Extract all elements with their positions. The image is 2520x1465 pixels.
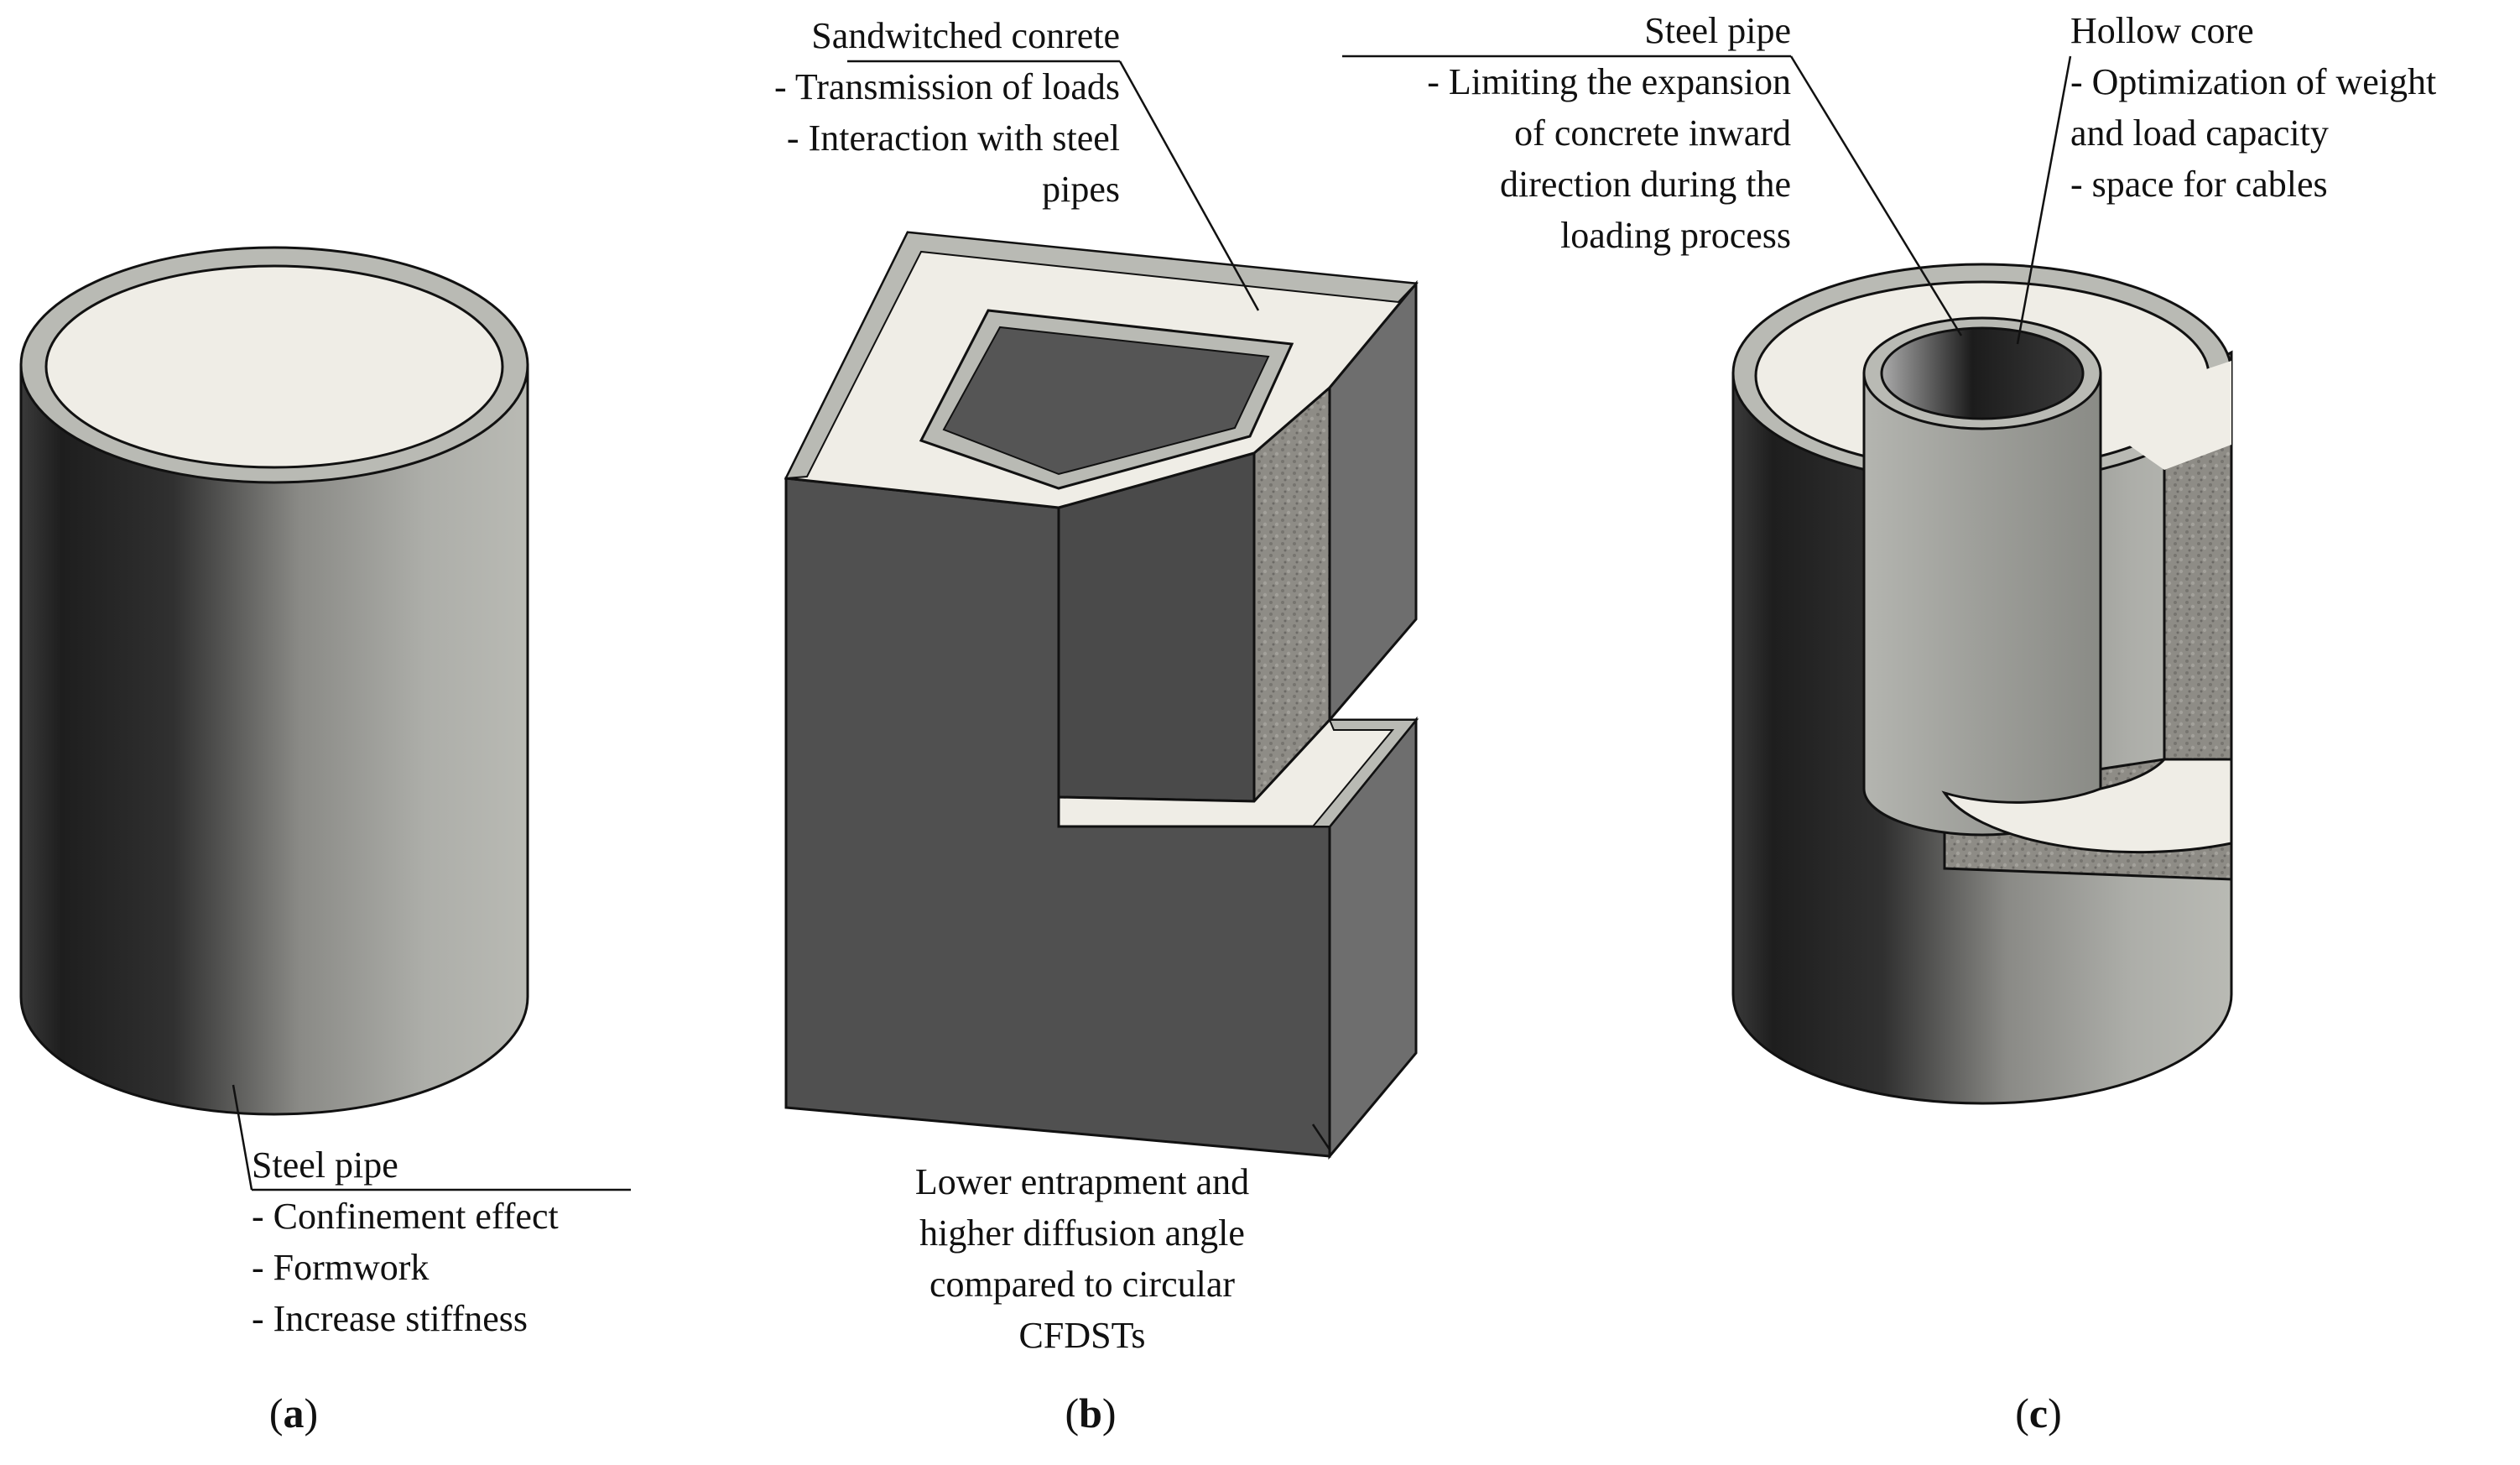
lower-step-concrete (1941, 758, 2233, 854)
leader-line-a (232, 1084, 253, 1191)
label-a-line-1: - Confinement effect (252, 1196, 559, 1237)
leader-line-c-core (2016, 55, 2072, 345)
leader-line-b-bottom (1311, 1124, 1331, 1150)
label-c-steel-pipe: Steel pipe - Limiting the expansion of c… (1342, 5, 1791, 261)
label-c-pipe-line-2: of concrete inward (1514, 112, 1791, 154)
label-c-pipe-line-1: - Limiting the expansion (1427, 61, 1791, 102)
label-c-core-title: Hollow core (2070, 10, 2254, 51)
panel-a-cylinder (19, 246, 631, 1191)
caption-a: (a) (268, 1389, 319, 1436)
caption-b: (b) (1065, 1389, 1117, 1436)
label-a-line-2: - Formwork (252, 1247, 430, 1288)
label-c-pipe-line-3: direction during the (1499, 164, 1791, 205)
label-a-line-3: - Increase stiffness (252, 1298, 528, 1339)
caption-a-letter: a (283, 1389, 305, 1436)
caption-b-letter: b (1079, 1389, 1102, 1436)
panel-c-circular-tube (1342, 55, 2233, 1105)
cylinder-body (19, 363, 529, 1116)
label-b-top-title: Sandwitched conrete (811, 15, 1120, 56)
leader-line-c-pipe (1789, 55, 1963, 336)
label-b-bottom-line-3: compared to circular (929, 1264, 1236, 1305)
label-b-bottom-line-1: Lower entrapment and (914, 1161, 1250, 1202)
leader-line-b-top (1118, 60, 1260, 311)
inner-pipe-body (1862, 372, 2102, 837)
label-b-diffusion: Lower entrapment and higher diffusion an… (864, 1156, 1300, 1361)
label-a-steel-pipe: Steel pipe - Confinement effect - Formwo… (252, 1139, 559, 1344)
label-c-core-line-1: - Optimization of weight (2070, 61, 2437, 102)
notch-cut-top (2080, 361, 2231, 470)
label-c-core-line-3: - space for cables (2070, 164, 2328, 205)
label-c-core-line-2: and load capacity (2070, 112, 2329, 154)
label-b-top-line-3: pipes (1042, 169, 1120, 210)
box-step-steel-rim (1310, 719, 1419, 827)
hollow-core-opening (1880, 326, 2085, 420)
label-b-bottom-line-2: higher diffusion angle (919, 1212, 1245, 1254)
label-b-bottom-line-4: CFDSTs (1018, 1315, 1146, 1356)
caption-c-letter: c (2028, 1389, 2049, 1436)
box-inner-void-wall (1057, 451, 1256, 803)
label-c-hollow-core: Hollow core - Optimization of weight and… (2070, 5, 2436, 210)
label-b-top-line-2: - Interaction with steel (786, 117, 1120, 159)
box-inner-square-void (942, 326, 1270, 476)
label-c-pipe-title: Steel pipe (1644, 10, 1791, 51)
label-a-title: Steel pipe (252, 1144, 398, 1186)
caption-c: (c) (2015, 1389, 2062, 1436)
panel-b-square-tube (784, 60, 1419, 1160)
label-b-top-line-1: - Transmission of loads (774, 66, 1120, 107)
label-c-pipe-line-4: loading process (1560, 215, 1791, 256)
cylinder-concrete-core (44, 264, 504, 469)
label-b-sandwiched-concrete: Sandwitched conrete - Transmission of lo… (688, 10, 1120, 215)
box-outer-steel-rim (784, 231, 1419, 480)
